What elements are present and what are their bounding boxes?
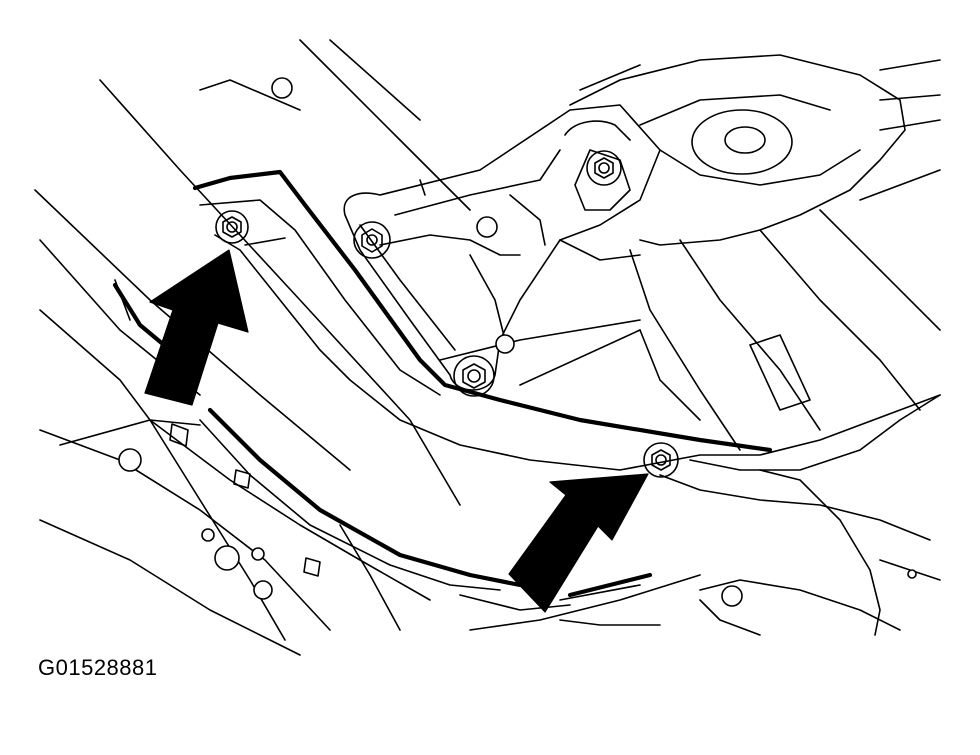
figure-id-label: G01528881 (38, 655, 158, 680)
bolt-upper-bracket (353, 221, 391, 259)
lower-rails (339, 524, 701, 631)
bolt-left (215, 210, 249, 244)
bolt-bracket-right (586, 150, 622, 186)
engine-mount-body (569, 54, 941, 246)
arrow-right-bolt (508, 473, 649, 613)
bolt-right (643, 442, 679, 478)
left-frame-rail (34, 79, 461, 656)
arrow-left-bolt (144, 249, 249, 406)
bolt-bracket-lower (453, 355, 495, 397)
mount-bracket (343, 104, 661, 391)
crossmember (112, 169, 941, 601)
access-holes (118, 77, 917, 607)
